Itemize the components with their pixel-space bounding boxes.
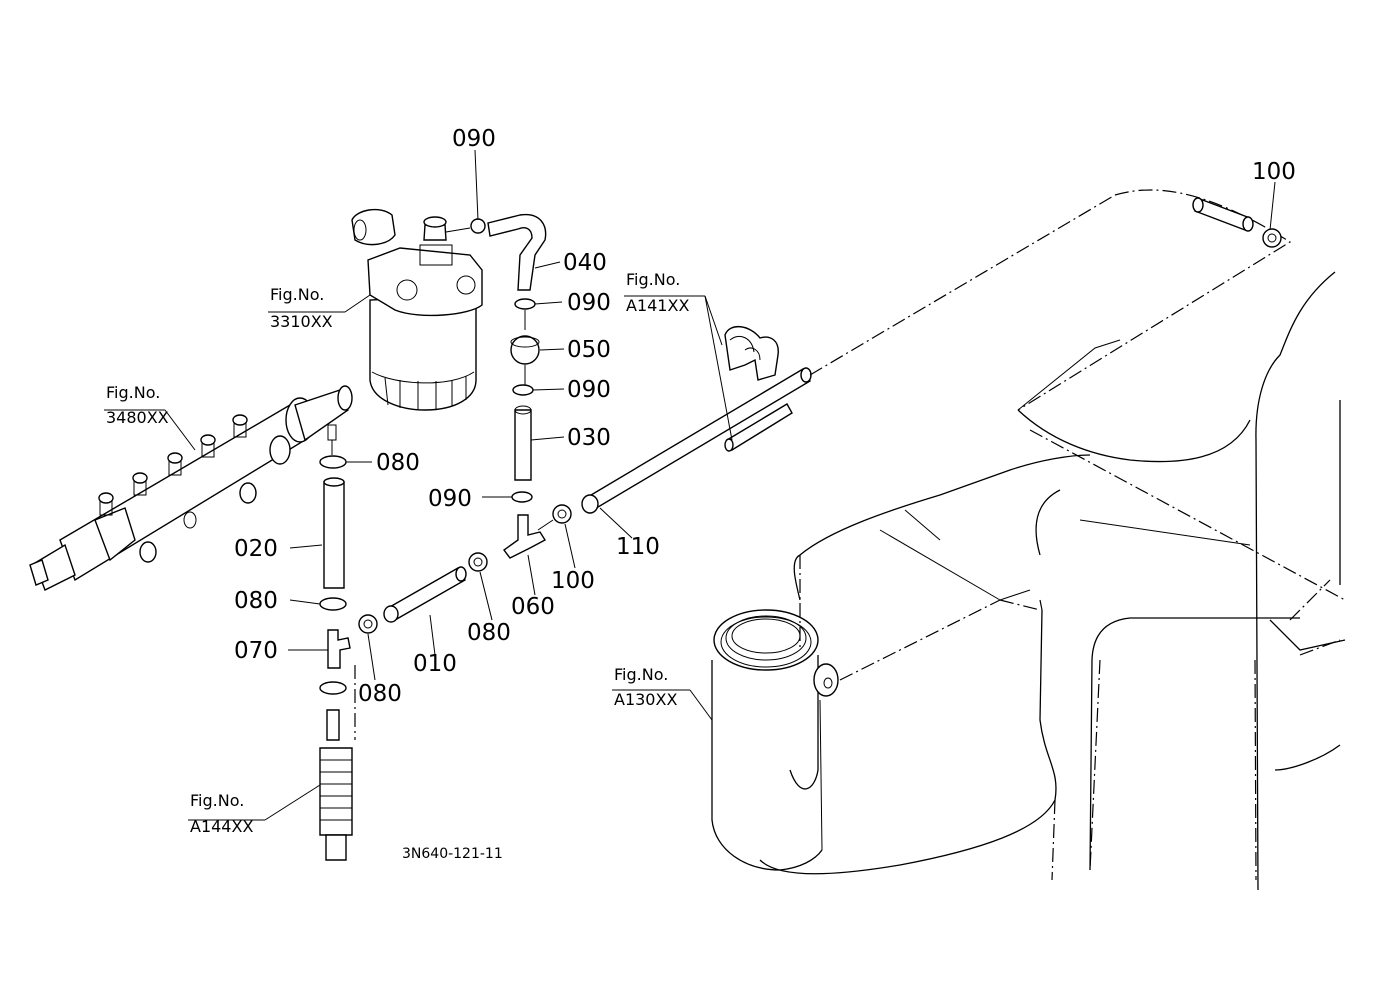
part-labels: 090 040 090 050 090 030 090 080 020 080 … [234, 126, 1296, 707]
label-080-c: 080 [358, 681, 402, 707]
fig-a141-line2: A141XX [626, 296, 689, 315]
label-100-top: 100 [1252, 159, 1296, 185]
fuel-tank-outline [759, 271, 1346, 891]
label-020: 020 [234, 536, 278, 562]
fig-a130-line1: Fig.No. [614, 665, 668, 684]
fig-a130-line2: A130XX [614, 690, 677, 709]
vertical-stack [510, 298, 540, 503]
fig-a144-line1: Fig.No. [190, 791, 244, 810]
label-100-a: 100 [551, 568, 595, 594]
leader-lines [104, 149, 1276, 821]
label-050: 050 [567, 337, 611, 363]
fig-3480-line1: Fig.No. [106, 383, 160, 402]
pipe-110 [581, 194, 1116, 514]
hose-040 [470, 213, 547, 291]
figure-references: Fig.No. 3310XX Fig.No. 3480XX Fig.No. A1… [106, 270, 689, 836]
fig-3480-line2: 3480XX [106, 408, 169, 427]
tee-060 [503, 504, 572, 559]
label-090-a: 090 [567, 290, 611, 316]
label-070: 070 [234, 638, 278, 664]
hose-010 [358, 552, 488, 634]
fig-a144-line2: A144XX [190, 817, 253, 836]
bracket-a141 [724, 326, 793, 452]
label-090-b: 090 [567, 377, 611, 403]
label-080-a: 080 [376, 450, 420, 476]
label-080-b: 080 [234, 588, 278, 614]
label-060: 060 [511, 594, 555, 620]
fuel-filter [351, 208, 483, 411]
diagram-code: 3N640-121-11 [402, 846, 503, 862]
label-110: 110 [616, 534, 660, 560]
fig-a141-line1: Fig.No. [626, 270, 680, 289]
filler-neck [711, 609, 839, 871]
fig-3310-line2: 3310XX [270, 312, 333, 331]
hose-100-top [1192, 197, 1282, 248]
label-090-top: 090 [452, 126, 496, 152]
label-040: 040 [563, 250, 607, 276]
fig-3310-line1: Fig.No. [270, 285, 324, 304]
label-030: 030 [567, 425, 611, 451]
tank-guide-lines [799, 189, 1346, 881]
label-080-d: 080 [467, 620, 511, 646]
left-vertical-line [319, 424, 356, 861]
label-090-c: 090 [428, 486, 472, 512]
injector-rail [29, 385, 353, 591]
label-010: 010 [413, 651, 457, 677]
